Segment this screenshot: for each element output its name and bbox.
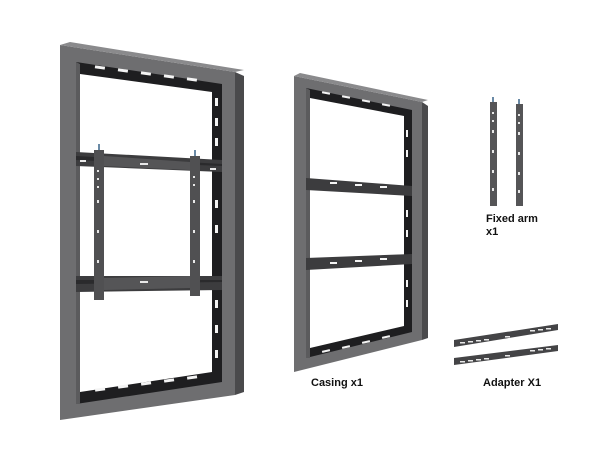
casing-label: Casing x1 bbox=[311, 377, 363, 389]
adapter-label: Adapter X1 bbox=[483, 377, 542, 389]
assembled-frame-image bbox=[60, 42, 244, 420]
casing-image bbox=[294, 73, 428, 372]
fixed-arm-label-line1: Fixed arm bbox=[486, 213, 538, 225]
fixed-arm-label: Fixed arm x1 bbox=[486, 213, 538, 239]
fixed-arm-image bbox=[490, 97, 523, 206]
fixed-arm-label-line2: x1 bbox=[486, 226, 499, 238]
adapter-image bbox=[454, 324, 558, 365]
